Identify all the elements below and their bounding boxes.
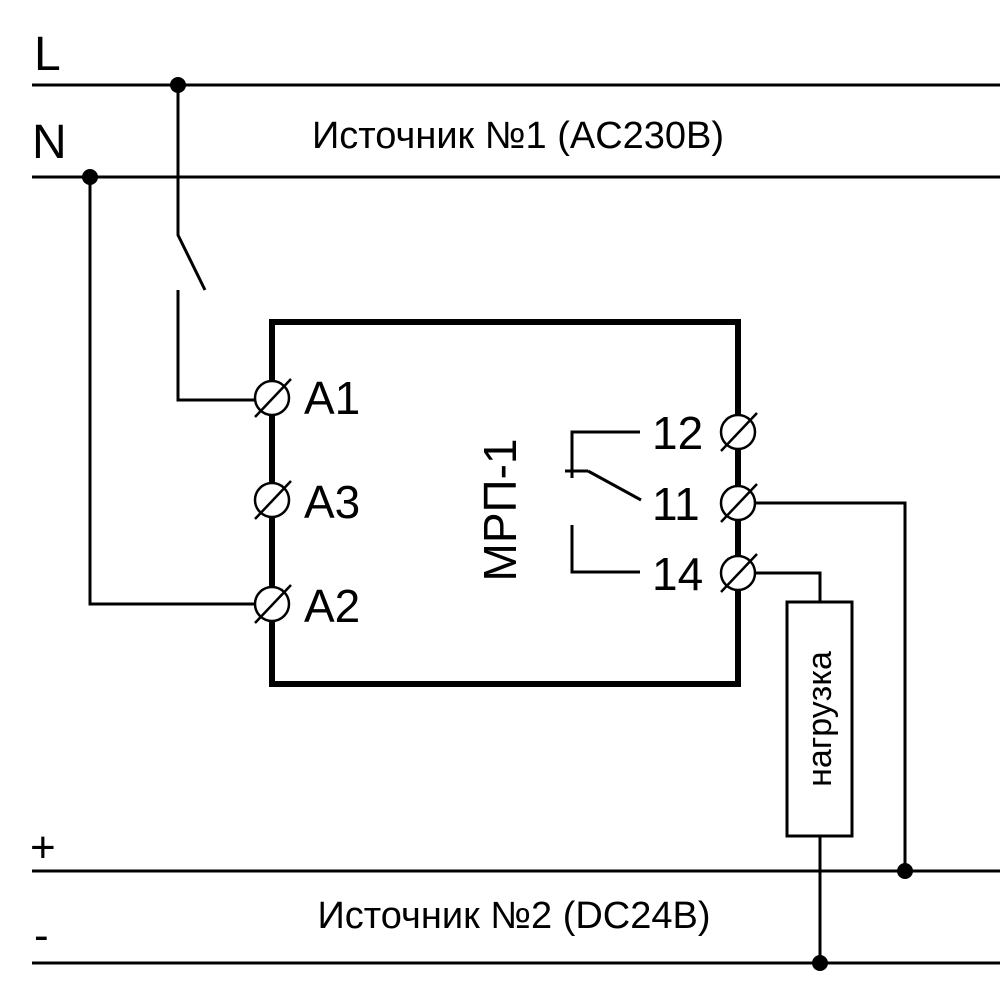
terminal-14-icon <box>719 553 758 593</box>
junction-dot <box>82 169 98 185</box>
wire-switch-to-a1 <box>176 290 255 402</box>
junction-dot <box>170 77 186 93</box>
junction-dot <box>812 955 828 971</box>
source2-label: Источник №2 (DC24В) <box>317 895 710 937</box>
load-box <box>785 600 854 838</box>
wire-14-to-load <box>756 571 822 602</box>
junction-dot <box>897 863 913 879</box>
wire-11-to-plus <box>756 501 907 871</box>
label-11: 11 <box>652 478 700 530</box>
source1-label: Источник №1 (AC230В) <box>312 115 724 157</box>
label-a3: A3 <box>304 476 360 528</box>
label-n: N <box>32 116 67 169</box>
contact-14 <box>570 525 640 574</box>
label-a2: A2 <box>304 580 360 632</box>
terminal-a2-icon <box>253 584 292 624</box>
contact-12 <box>570 430 640 478</box>
wire-n-to-a2 <box>88 177 255 606</box>
contact-blade <box>587 469 642 502</box>
label-a1: A1 <box>304 372 360 424</box>
load-label: нагрузка <box>801 651 839 787</box>
label-14: 14 <box>652 548 703 600</box>
terminal-a1-icon <box>253 378 292 418</box>
label-l: L <box>34 28 61 81</box>
label-plus: + <box>30 823 56 872</box>
label-12: 12 <box>652 407 703 459</box>
terminal-12-icon <box>719 412 758 452</box>
device-label: МРП-1 <box>474 439 526 582</box>
terminal-11-icon <box>719 483 758 523</box>
wire-l-to-switch <box>176 85 207 291</box>
terminal-a3-icon <box>253 480 292 520</box>
label-minus: - <box>34 911 49 960</box>
